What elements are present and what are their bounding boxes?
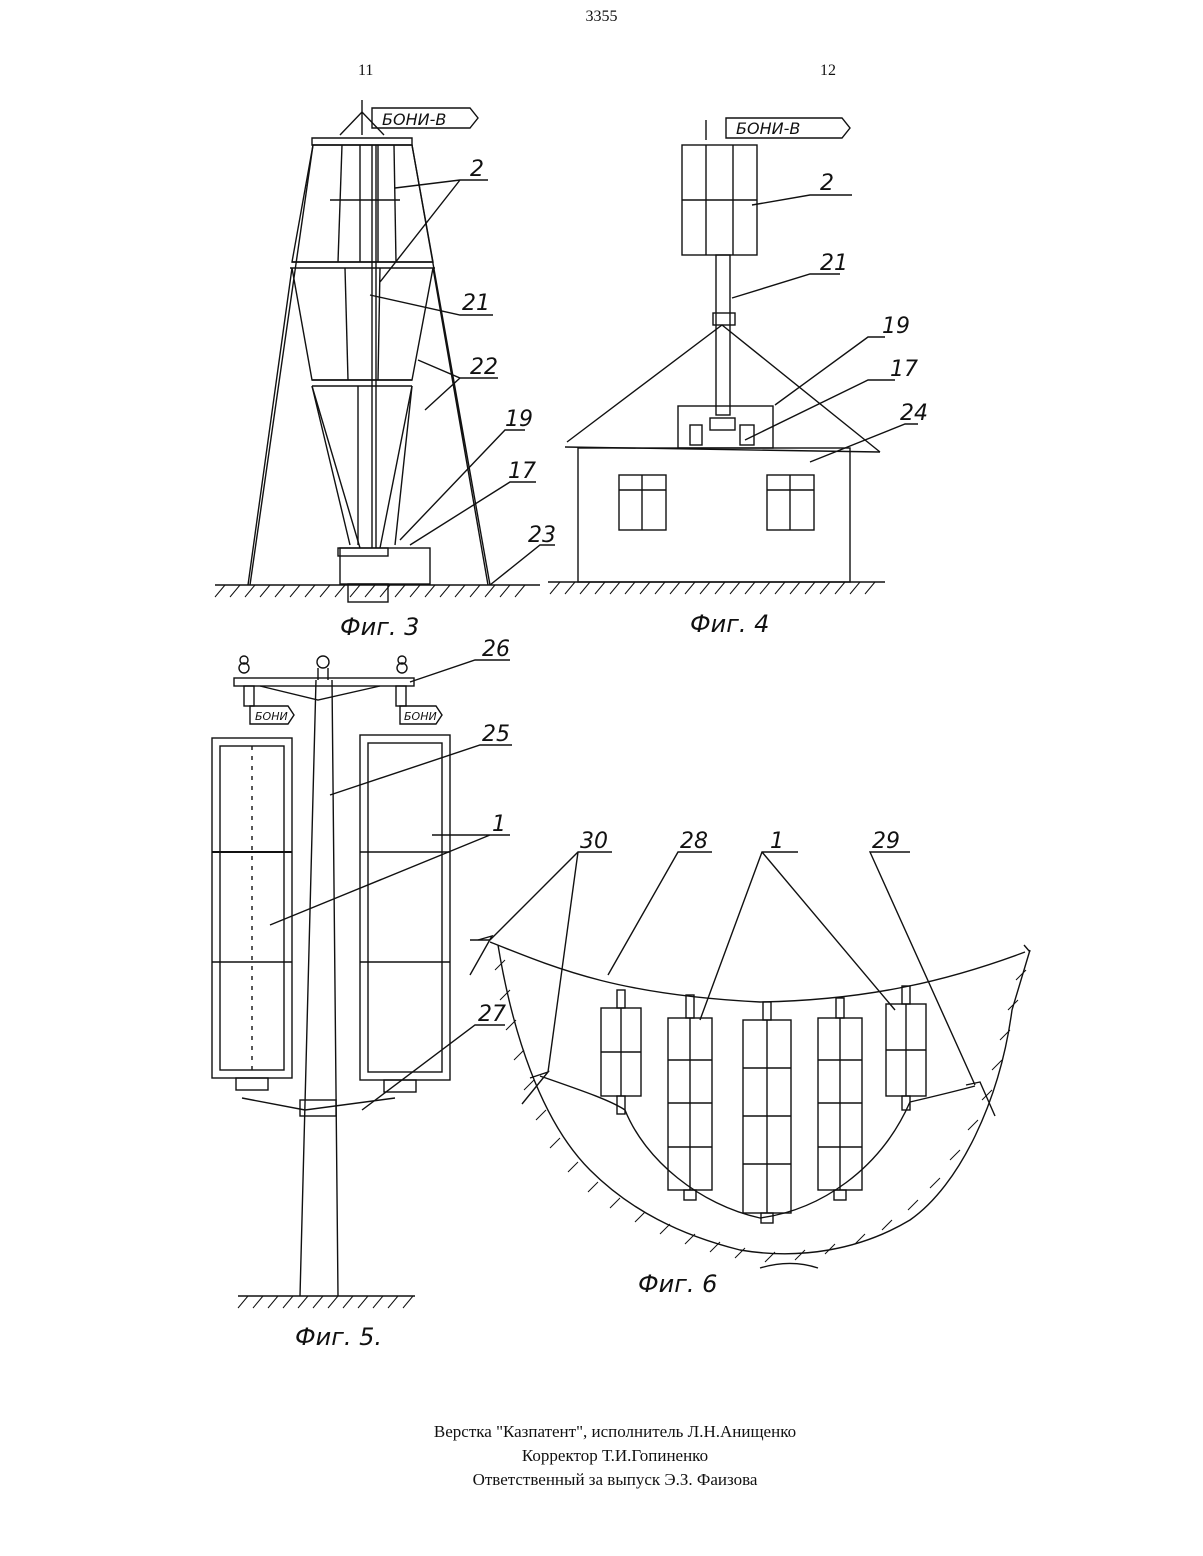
fig3-label-22: 22 bbox=[470, 355, 498, 380]
fig6-label-28: 28 bbox=[680, 829, 708, 854]
figure-6: 30 28 1 29 Фиг. 6 bbox=[470, 829, 1030, 1298]
fig6-caption: Фиг. 6 bbox=[638, 1270, 717, 1298]
patent-drawings: БОНИ-В 2 21 22 19 17 23 Фиг. 3 bbox=[0, 0, 1203, 1400]
fig5-label-27: 27 bbox=[478, 1002, 506, 1027]
imprint-footer: Верстка "Казпатент", исполнитель Л.Н.Ани… bbox=[0, 1420, 1203, 1492]
figure-5: БОНИ БОНИ 26 25 1 27 Фиг. 5. bbox=[212, 637, 512, 1351]
figure-4: БОНИ-В 2 21 19 17 24 Фиг. 4 bbox=[548, 118, 928, 638]
fig4-label-19: 19 bbox=[882, 314, 910, 339]
fig5-label-1: 1 bbox=[492, 812, 506, 837]
fig3-label-23: 23 bbox=[528, 523, 556, 548]
fig4-caption: Фиг. 4 bbox=[690, 610, 769, 638]
fig3-label-19: 19 bbox=[505, 407, 533, 432]
fig4-label-17: 17 bbox=[890, 357, 918, 382]
fig4-label-21: 21 bbox=[820, 251, 848, 276]
fig3-label-21: 21 bbox=[462, 291, 490, 316]
figure-3: БОНИ-В 2 21 22 19 17 23 Фиг. 3 bbox=[215, 100, 556, 641]
footer-responsible: Ответственный за выпуск Э.З. Фаизова bbox=[0, 1468, 1203, 1492]
fig5-sign-left: БОНИ bbox=[255, 710, 288, 723]
fig5-label-26: 26 bbox=[482, 637, 510, 662]
footer-typesetting: Верстка "Казпатент", исполнитель Л.Н.Ани… bbox=[0, 1420, 1203, 1444]
fig4-sign: БОНИ-В bbox=[736, 119, 800, 138]
fig3-label-17: 17 bbox=[508, 459, 536, 484]
fig4-label-2: 2 bbox=[820, 171, 834, 196]
fig3-label-2: 2 bbox=[470, 157, 484, 182]
fig5-caption: Фиг. 5. bbox=[295, 1323, 382, 1351]
fig6-label-1: 1 bbox=[770, 829, 784, 854]
fig3-sign: БОНИ-В bbox=[382, 110, 446, 129]
fig6-label-29: 29 bbox=[872, 829, 900, 854]
fig5-sign-right: БОНИ bbox=[404, 710, 437, 723]
fig4-label-24: 24 bbox=[900, 401, 928, 426]
fig3-caption: Фиг. 3 bbox=[340, 613, 419, 641]
fig6-label-30: 30 bbox=[580, 829, 608, 854]
fig5-label-25: 25 bbox=[482, 722, 510, 747]
footer-proofreader: Корректор Т.И.Гопиненко bbox=[0, 1444, 1203, 1468]
